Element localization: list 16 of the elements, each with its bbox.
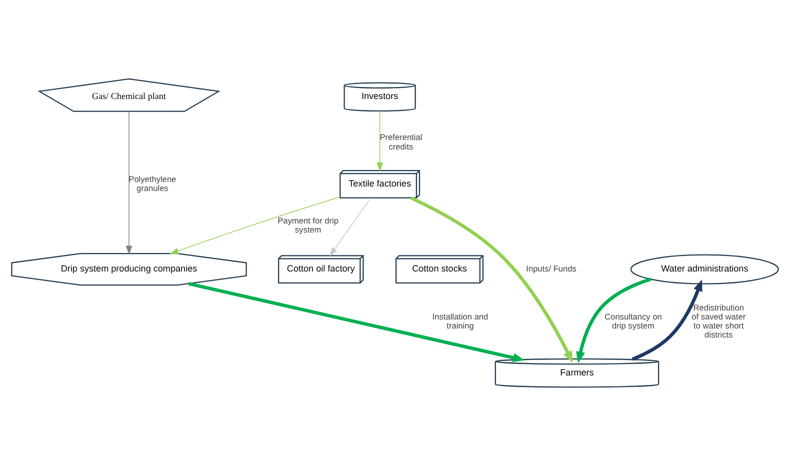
arrow [376,110,383,172]
edge-label: Payment for drip system [278,215,338,234]
node-ellipse: Water administrations [630,254,779,284]
arrow [576,278,652,364]
arrow [170,196,340,254]
edge-label: Inputs/ Funds [526,263,576,274]
arrow [126,111,132,255]
edge-label: Polyethylene granules [128,174,176,193]
edge-label: Consultancy on drip system [604,311,662,331]
arrow [632,279,702,361]
arrow [329,198,371,256]
arrow [410,196,573,363]
edge-label: Installation and training [432,311,488,331]
arrow [188,282,525,362]
edge-label: Preferential credits [380,132,422,152]
edge-label: Redistribution of saved water to water short districts [692,302,746,340]
